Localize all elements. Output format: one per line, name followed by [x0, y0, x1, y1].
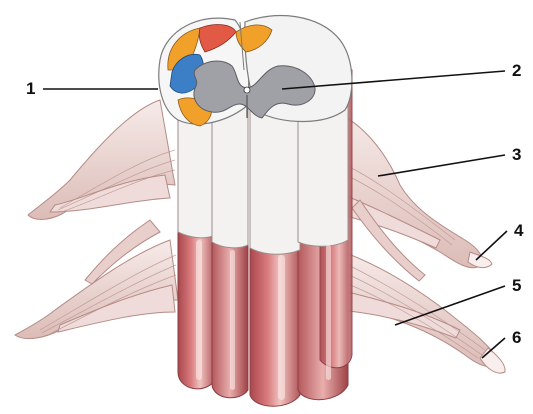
central-canal [244, 87, 250, 93]
label-5: 5 [512, 277, 521, 294]
leader-line-3 [378, 155, 505, 176]
label-3: 3 [512, 146, 521, 163]
label-6: 6 [512, 329, 521, 346]
label-4: 4 [514, 222, 523, 239]
cord-cross-section [159, 16, 352, 126]
leader-line-4 [476, 231, 507, 260]
nerve-roots-right [330, 110, 505, 373]
nerve-roots-left [15, 100, 178, 339]
label-2: 2 [512, 62, 521, 79]
label-1: 1 [26, 80, 35, 97]
